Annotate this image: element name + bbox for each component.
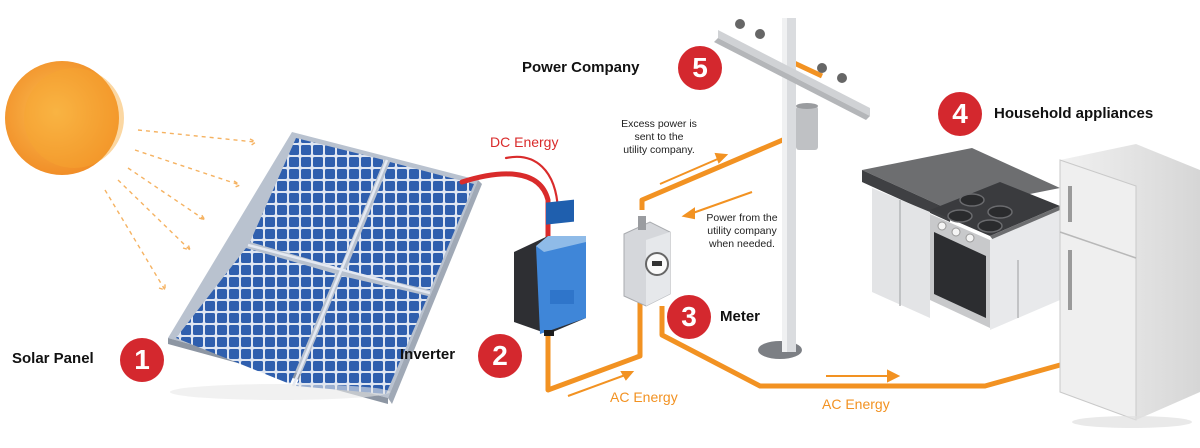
step-badge-4: 4 [938,92,982,136]
step-badge-1: 1 [120,338,164,382]
utility-note-line-3: when needed. [709,238,775,250]
dc-energy-label: DC Energy [490,134,559,150]
sun [5,61,124,175]
utility-power-note: Power from the utility company when need… [690,212,794,251]
inverter-label: Inverter [400,346,456,363]
utility-pole [714,18,870,359]
solar-panel-label: Solar Panel [12,350,94,367]
utility-note-line-2: utility company [707,225,777,237]
meter-label: Meter [720,308,761,325]
ac-energy-label-left: AC Energy [610,389,678,405]
ac-energy-label-right: AC Energy [822,396,890,412]
solar-panel-array [168,132,482,404]
excess-note-line-2: sent to the [634,131,684,143]
inverter [514,199,586,336]
step-badge-3: 3 [667,295,711,339]
household-appliances-label: Household appliances [994,105,1154,122]
power-company-label: Power Company [522,59,640,76]
sun-rays [104,129,258,291]
step-badge-5: 5 [678,46,722,90]
excess-note-line-1: Excess power is [621,118,697,130]
electric-meter [623,216,671,307]
dc-wire [459,155,563,243]
panel-shadow [170,384,390,400]
kitchen-appliances [862,144,1200,428]
step-badge-2: 2 [478,334,522,378]
flow-arrows [567,152,901,397]
utility-note-line-1: Power from the [706,212,778,224]
excess-note-line-3: utility company. [623,144,695,156]
excess-power-note: Excess power is sent to the utility comp… [600,118,718,157]
